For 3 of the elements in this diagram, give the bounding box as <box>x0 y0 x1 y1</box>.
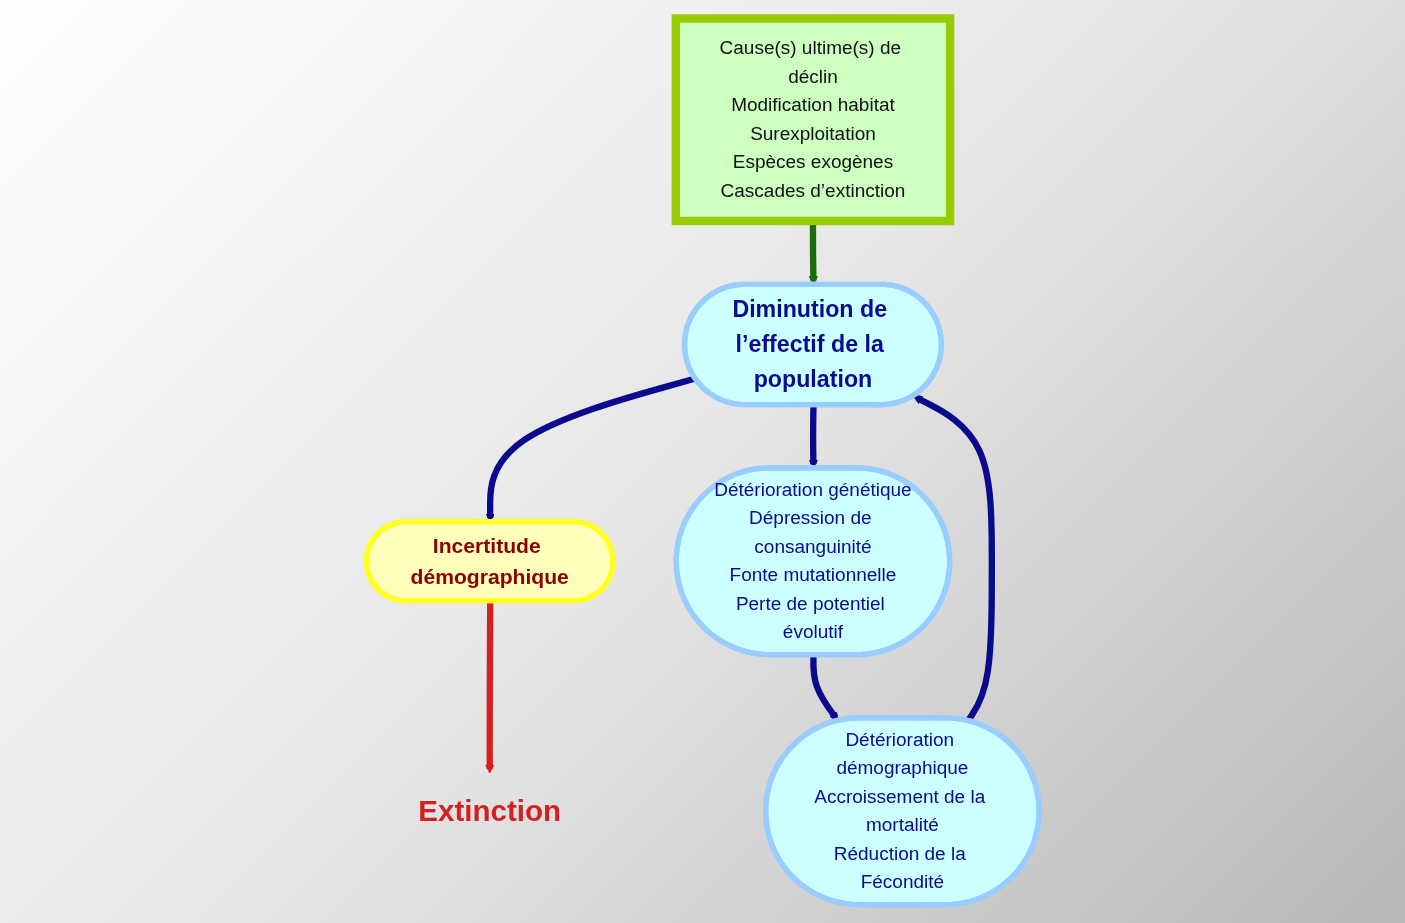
node-box: Cause(s) ultime(s) de déclin Modification habitat Surexploitation Espèces exogènes Cascades d’extinction <box>671 14 955 226</box>
node-text: Extinction <box>418 794 561 828</box>
arrow <box>484 601 495 774</box>
